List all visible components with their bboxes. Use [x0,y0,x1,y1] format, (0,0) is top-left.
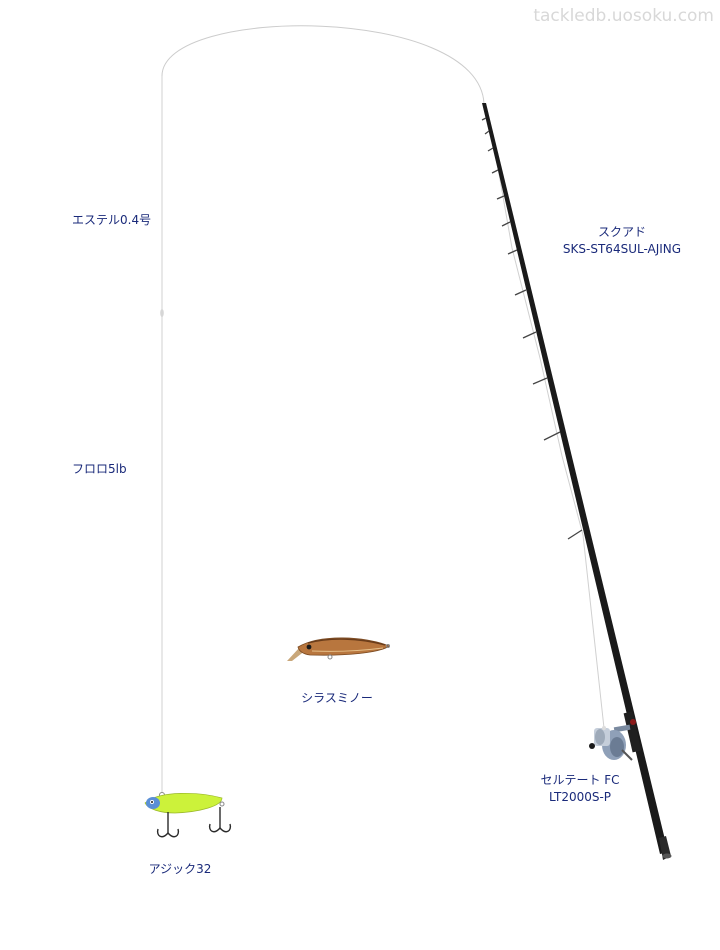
vibration-label: アジック32 [148,862,212,876]
rod-blank [482,103,668,854]
guide-6 [501,221,511,227]
rear-hook-left-bend [208,823,221,833]
front-hook-right-bend [167,828,180,838]
guide-3 [487,147,494,152]
line-knot [160,309,164,317]
rod-model: SKS-ST64SUL-AJING [562,242,682,256]
guide-5 [496,195,505,200]
reel-bail-roller [602,726,606,730]
leader-label: フロロ5lb [72,462,127,476]
rod-line [483,103,605,729]
rear-hook-right-bend [219,823,232,833]
front-treble-hook [156,812,180,838]
guide-8 [514,289,527,296]
minnow-body [297,637,390,656]
minnow-line-eye [327,654,333,660]
hood-ring [630,719,636,725]
reel-spool-face [595,729,605,745]
reel-knob [589,743,595,749]
watermark: tackledb.uosoku.com [533,6,714,26]
front-hook-left-bend [156,828,169,838]
minnow-tail-ring [386,644,390,648]
reel-seat [623,711,642,753]
minnow-label: シラスミノー [301,691,373,705]
minnow-eye [306,644,312,650]
guide-10 [532,377,548,385]
rod-maker: スクアド [597,225,646,239]
rod-guides [481,117,583,540]
vib-body [144,793,223,814]
reel-handle [621,749,633,761]
main-line-label: エステル0.4号 [72,213,152,227]
minnow-lure [287,637,390,661]
reel [589,724,633,761]
reel-label: セルテート FC LT2000S-P [520,772,640,806]
reel-name: セルテート FC [540,773,620,787]
guide-9 [522,331,537,339]
guide-7 [507,249,518,255]
rod-label: スクアド SKS-ST64SUL-AJING [552,224,692,258]
reel-body-shade [610,737,624,757]
vib-eye-pupil [151,801,153,803]
guide-2 [484,130,490,135]
guide-4 [491,169,499,174]
main-line-arc [161,25,485,105]
guide-12 [567,529,583,540]
vib-tail-ring [219,801,225,807]
reel-stem [613,724,631,733]
rear-treble-hook [208,807,232,833]
guide-11 [543,431,561,441]
rod-butt-cap [662,853,672,859]
reel-model: LT2000S-P [548,790,612,804]
minnow-back-stripe [307,638,386,646]
vibration-lure [144,792,232,838]
minnow-belly-stripe [311,647,384,652]
guide-1 [481,117,487,121]
